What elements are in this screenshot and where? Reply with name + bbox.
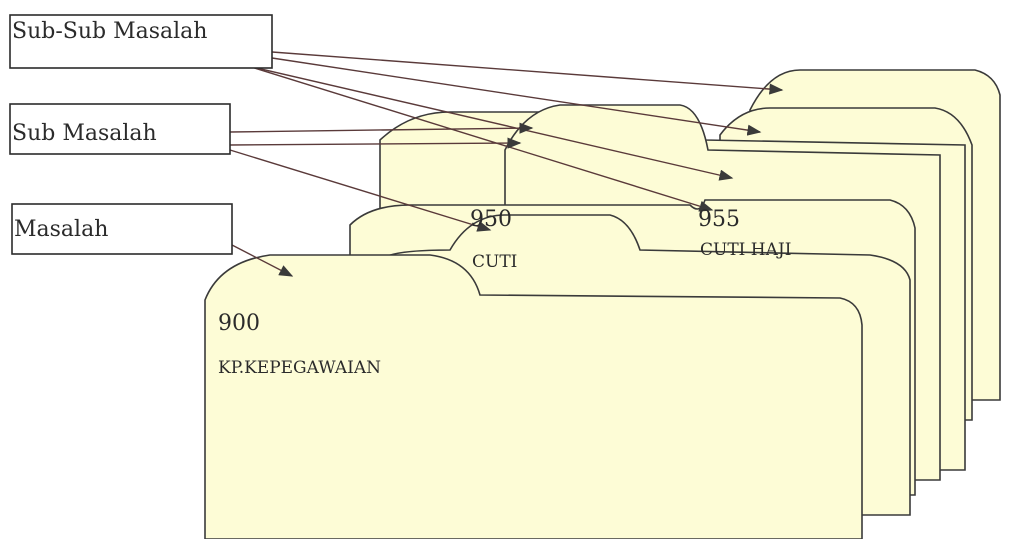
label-subsub-text: Sub-Sub Masalah xyxy=(12,19,207,44)
folder-name-cuti-haji: CUTI HAJI xyxy=(700,240,791,260)
folder-name-cuti: CUTI xyxy=(472,252,517,272)
folder-name-kepegawaian: KP.KEPEGAWAIAN xyxy=(218,358,381,378)
folder-code-955: 955 xyxy=(698,207,740,232)
label-masalah-text: Masalah xyxy=(14,217,108,242)
folder-main-900 xyxy=(205,255,862,539)
label-sub-masalah: Sub Masalah xyxy=(10,104,230,154)
label-subsub-masalah: Sub-Sub Masalah xyxy=(10,15,272,68)
label-sub-text: Sub Masalah xyxy=(12,121,157,146)
folder-code-900: 900 xyxy=(218,311,260,336)
label-masalah: Masalah xyxy=(12,204,232,254)
folder-code-950: 950 xyxy=(470,207,512,232)
